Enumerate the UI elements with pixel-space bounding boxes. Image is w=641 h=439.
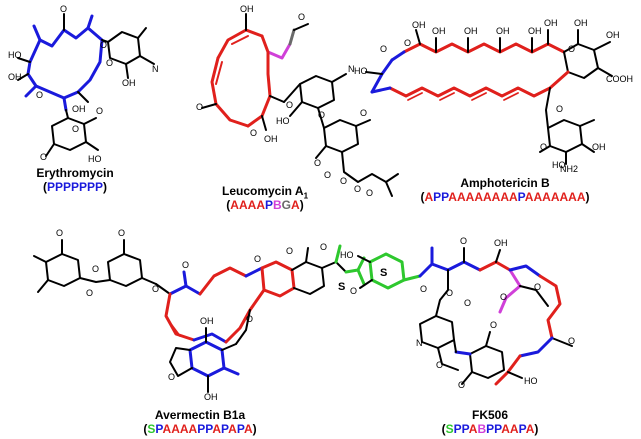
module-s-label: S	[338, 281, 345, 293]
leucomycin-name: Leucomycin A1	[221, 184, 309, 201]
atom-label: O	[36, 90, 43, 100]
atom-label: O	[324, 170, 331, 180]
atom-label: O	[460, 236, 467, 246]
atom-label: HO	[552, 160, 566, 170]
atom-label: OH	[592, 142, 606, 152]
amphotericin-structure	[365, 29, 613, 165]
atom-label: O	[182, 260, 189, 270]
avermectin-name: Avermectin B1a	[154, 408, 246, 422]
avermectin-sequence: (SPAAAAPPAPAPA)	[143, 422, 257, 436]
erythromycin-name: Erythromycin	[36, 166, 114, 180]
atom-label: O	[500, 292, 507, 302]
module-sequence-letters: PPPPPPP	[46, 180, 104, 194]
atom-label: O	[458, 380, 465, 390]
atom-label: OH	[464, 26, 478, 36]
atom-label: HO	[340, 250, 354, 260]
atom-label: OH	[200, 316, 214, 326]
atom-label: HO	[276, 116, 290, 126]
atom-label: OH	[72, 104, 86, 114]
atom-label: HO	[8, 50, 22, 60]
atom-label: O	[556, 104, 563, 114]
atom-label: HO	[354, 66, 368, 76]
atom-label: OH	[496, 26, 510, 36]
leucomycin-sequence: (AAAAPBGA)	[226, 198, 304, 212]
module-s-label: S	[380, 267, 387, 279]
atom-label: O	[286, 100, 293, 110]
atom-label: O	[420, 284, 427, 294]
atom-label: OH	[412, 20, 426, 30]
atom-label: N	[416, 338, 423, 348]
atom-label: O	[96, 106, 103, 116]
atom-label: O	[568, 44, 575, 54]
atom-label: OH	[8, 72, 22, 82]
atom-label: OH	[528, 26, 542, 36]
atom-label: OH	[122, 78, 136, 88]
atom-label: O	[196, 102, 203, 112]
module-sequence-letters: AAAAPBGA	[230, 198, 300, 212]
atom-label: O	[404, 38, 411, 48]
atom-label: O	[534, 282, 541, 292]
atom-label: OH	[494, 238, 508, 248]
atom-label: COOH	[606, 74, 633, 84]
module-sequence-letters: APPAAAAAAAAPAAAAAAA	[424, 190, 586, 204]
atom-label: NH2	[560, 164, 578, 174]
atom-label: OH	[544, 18, 558, 28]
leucomycin-structure	[201, 13, 399, 197]
atom-label: O	[464, 298, 471, 308]
atom-label: O	[314, 158, 321, 168]
atom-label: O	[286, 246, 293, 256]
atom-label: O	[60, 4, 67, 14]
atom-label: O	[340, 176, 347, 186]
atom-label: O	[250, 128, 257, 138]
atom-label: HO	[88, 154, 102, 164]
fk506-name: FK506	[471, 408, 509, 422]
module-sequence-letters: SPAAAAPPAPAPA	[147, 422, 253, 436]
atom-label: O	[350, 286, 357, 296]
atom-label: O	[380, 44, 387, 54]
atom-label: O	[360, 108, 367, 118]
atom-label: OH	[204, 392, 218, 402]
atom-label: O	[92, 264, 99, 274]
atom-label: O	[86, 288, 93, 298]
atom-label: HO	[524, 376, 538, 386]
atom-label: O	[568, 336, 575, 346]
atom-label: O	[72, 124, 79, 134]
avermectin-structure	[33, 239, 366, 393]
atom-label: O	[40, 152, 47, 162]
atom-label: OH	[574, 18, 588, 28]
atom-label: O	[100, 40, 107, 50]
atom-label: O	[540, 142, 547, 152]
atom-label: O	[436, 360, 443, 370]
atom-label: O	[366, 188, 373, 198]
atom-label: O	[56, 228, 63, 238]
atom-label: O	[318, 110, 325, 120]
atom-label: O	[254, 254, 261, 264]
atom-label: N	[348, 64, 355, 74]
atom-label: O	[320, 242, 327, 252]
atom-label: OH	[264, 134, 278, 144]
erythromycin-structure	[17, 13, 155, 157]
atom-label: O	[168, 372, 175, 382]
atom-label: O	[298, 12, 305, 22]
fk506-structure	[357, 246, 573, 386]
atom-label: O	[118, 228, 125, 238]
atom-label: O	[446, 288, 453, 298]
atom-label: O	[354, 184, 361, 194]
erythromycin-sequence: (PPPPPPP)	[42, 180, 108, 194]
atom-label: OH	[432, 26, 446, 36]
atom-label: O	[490, 320, 497, 330]
fk506-sequence: (SPPABPPAAPA)	[441, 422, 539, 436]
amphotericin-name: Amphotericin B	[460, 176, 550, 190]
atom-label: O	[246, 314, 253, 324]
atom-label: O	[152, 284, 159, 294]
amphotericin-sequence: (APPAAAAAAAAPAAAAAAA)	[420, 190, 590, 204]
atom-label: OH	[606, 30, 620, 40]
atom-label: OH	[240, 4, 254, 14]
module-sequence-letters: SPPABPPAAPA	[445, 422, 535, 436]
atom-label: N	[152, 64, 159, 74]
atom-label: O	[106, 58, 113, 68]
